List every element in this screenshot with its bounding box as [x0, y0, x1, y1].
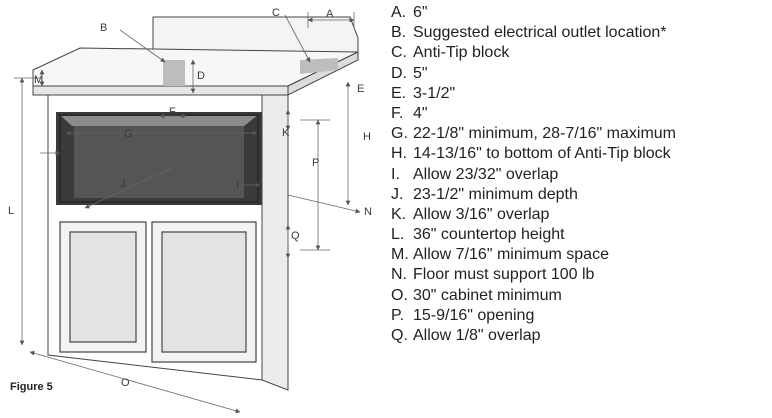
- legend-item: O. 30" cabinet minimum: [391, 286, 676, 306]
- label-m: M: [34, 74, 43, 86]
- label-l: L: [8, 205, 14, 217]
- dimension-lines: [14, 12, 361, 414]
- legend-item: Q. Allow 1/8" overlap: [391, 326, 676, 346]
- label-b: B: [100, 22, 107, 34]
- legend-key: E.: [391, 84, 407, 102]
- label-c: C: [272, 7, 280, 19]
- legend-key: N.: [391, 266, 407, 284]
- legend-item: N. Floor must support 100 lb: [391, 265, 676, 285]
- legend-text: 4": [413, 104, 428, 122]
- legend-text: 15-9/16" opening: [413, 306, 535, 324]
- legend-item: D. 5": [391, 64, 676, 84]
- legend-key: Q.: [391, 327, 408, 344]
- legend-key: C.: [391, 44, 407, 62]
- label-p: P: [312, 157, 319, 169]
- legend-text: 23-1/2" minimum depth: [413, 185, 578, 203]
- label-a: A: [326, 8, 334, 20]
- dimension-letters: A B C D E F G H I I J K L M N O P Q: [8, 7, 372, 389]
- legend-key: J.: [391, 185, 404, 203]
- figure-label: Figure 5: [10, 381, 53, 393]
- legend-item: M.Allow 7/16" minimum space: [391, 245, 676, 265]
- legend-key: D.: [391, 64, 407, 82]
- cabinet-doors: [59, 221, 257, 363]
- legend-key: I.: [391, 165, 400, 183]
- label-n: N: [364, 206, 372, 218]
- legend-item: J. 23-1/2" minimum depth: [391, 185, 676, 205]
- legend-text: 22-1/8" minimum, 28-7/16" maximum: [413, 125, 676, 143]
- legend-text: Allow 1/8" overlap: [413, 327, 541, 344]
- legend-key: M.: [391, 246, 409, 264]
- label-o: O: [121, 377, 130, 389]
- legend-text: 14-13/16" to bottom of Anti-Tip block: [413, 145, 671, 163]
- legend-item: L. 36" countertop height: [391, 225, 676, 245]
- countertop: [32, 47, 359, 96]
- legend-item: C. Anti-Tip block: [391, 43, 676, 63]
- legend-text: 30" cabinet minimum: [413, 286, 562, 304]
- label-j: J: [120, 178, 126, 190]
- legend-text: Allow 23/32" overlap: [413, 165, 559, 183]
- legend-key: P.: [391, 306, 405, 324]
- legend-key: A.: [391, 4, 407, 21]
- legend-text: Suggested electrical outlet location*: [413, 24, 667, 42]
- legend-item: B. Suggested electrical outlet location*: [391, 23, 676, 43]
- legend-text: 5": [413, 64, 428, 82]
- legend-text: Allow 3/16" overlap: [413, 205, 550, 223]
- label-i-left: I: [70, 148, 73, 160]
- legend-item: P. 15-9/16" opening: [391, 306, 676, 326]
- label-i-right: I: [236, 180, 239, 192]
- legend-key: K.: [391, 205, 407, 223]
- label-q: Q: [291, 230, 300, 242]
- cabinet-opening: [56, 112, 262, 205]
- legend-item: I. Allow 23/32" overlap: [391, 165, 676, 185]
- legend-item: F. 4": [391, 104, 676, 124]
- label-e: E: [357, 83, 364, 95]
- legend-text: 3-1/2": [413, 84, 456, 102]
- dimension-legend: A. 6" B. Suggested electrical outlet locat…: [391, 3, 676, 346]
- legend-item: E. 3-1/2": [391, 84, 676, 104]
- electrical-outlet-location: [163, 60, 185, 86]
- label-d: D: [197, 70, 205, 82]
- legend-key: F.: [391, 104, 404, 122]
- legend-key: H.: [391, 145, 407, 163]
- label-h: H: [363, 131, 371, 143]
- legend-text: Allow 7/16" minimum space: [413, 246, 609, 264]
- legend-key: O.: [391, 286, 408, 304]
- label-f: F: [169, 106, 176, 118]
- legend-text: Floor must support 100 lb: [413, 266, 595, 284]
- legend-text: Anti-Tip block: [413, 44, 510, 62]
- legend-text: 36" countertop height: [413, 226, 565, 244]
- legend-key: B.: [391, 24, 407, 42]
- label-g: G: [124, 128, 133, 140]
- legend-item: K. Allow 3/16" overlap: [391, 205, 676, 225]
- legend-item: H. 14-13/16" to bottom of Anti-Tip block: [391, 144, 676, 164]
- legend-key: G.: [391, 125, 408, 143]
- label-k: K: [282, 127, 290, 139]
- legend-key: L.: [391, 226, 405, 244]
- legend-item: A. 6": [391, 3, 676, 23]
- legend-item: G. 22-1/8" minimum, 28-7/16" maximum: [391, 124, 676, 144]
- cabinet-installation-drawing: A B C D E F G H I I J K L M N O P Q: [8, 7, 372, 414]
- legend-text: 6": [413, 4, 428, 21]
